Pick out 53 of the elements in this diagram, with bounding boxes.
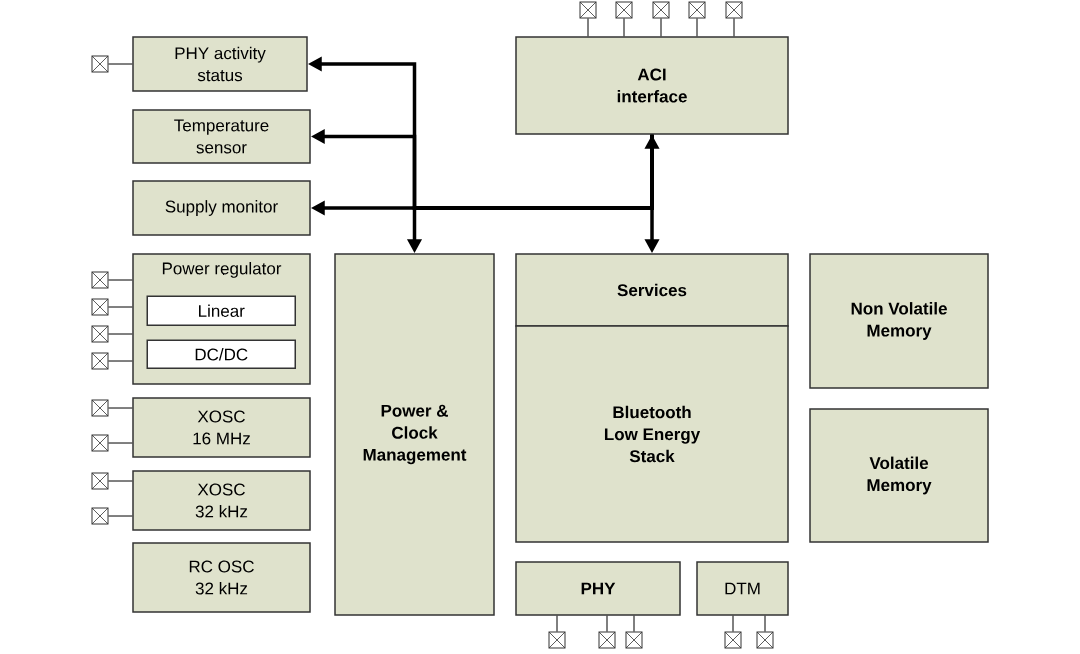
block-box: Power & Clock Management [334, 253, 495, 616]
pin-symbol [598, 631, 616, 649]
pin-line [633, 615, 635, 632]
pin-symbol [91, 472, 109, 490]
pin-symbol [91, 507, 109, 525]
pin-symbol [91, 325, 109, 343]
pin-symbol [91, 352, 109, 370]
pin-line [587, 18, 589, 37]
block-box: Temperature sensor [132, 109, 311, 164]
pin-symbol [91, 434, 109, 452]
pin-symbol [652, 1, 670, 19]
pin-symbol [724, 631, 742, 649]
pin-line [108, 442, 133, 444]
block-box: ACI interface [515, 36, 789, 135]
pin-symbol [91, 298, 109, 316]
pin-line [108, 306, 133, 308]
block-box: Supply monitor [132, 180, 311, 236]
pin-line [660, 18, 662, 37]
pin-symbol [688, 1, 706, 19]
pin-line [556, 615, 558, 632]
pin-line [733, 18, 735, 37]
pin-symbol [548, 631, 566, 649]
block-box: XOSC 32 kHz [132, 470, 311, 531]
pin-line [732, 615, 734, 632]
mode-box: Linear [146, 295, 296, 326]
block-box: DTM [696, 561, 789, 616]
block-box: Non Volatile Memory [809, 253, 989, 389]
pin-symbol [91, 55, 109, 73]
pin-symbol [579, 1, 597, 19]
block-box: Volatile Memory [809, 408, 989, 543]
pin-line [623, 18, 625, 37]
pin-line [108, 279, 133, 281]
pin-line [696, 18, 698, 37]
pin-line [108, 407, 133, 409]
block-box: RC OSC 32 kHz [132, 542, 311, 613]
pin-line [108, 63, 133, 65]
pin-symbol [625, 631, 643, 649]
mode-box: DC/DC [146, 339, 296, 369]
block-box: PHY activity status [132, 36, 308, 92]
pin-symbol [91, 271, 109, 289]
pin-symbol [756, 631, 774, 649]
pin-symbol [725, 1, 743, 19]
pin-line [764, 615, 766, 632]
block-box: XOSC 16 MHz [132, 397, 311, 458]
pin-line [108, 360, 133, 362]
pin-line [108, 515, 133, 517]
pin-line [606, 615, 608, 632]
pin-symbol [615, 1, 633, 19]
block-box: PHY [515, 561, 681, 616]
pin-line [108, 333, 133, 335]
block-box: Services [515, 253, 789, 327]
pin-symbol [91, 399, 109, 417]
pin-line [108, 480, 133, 482]
